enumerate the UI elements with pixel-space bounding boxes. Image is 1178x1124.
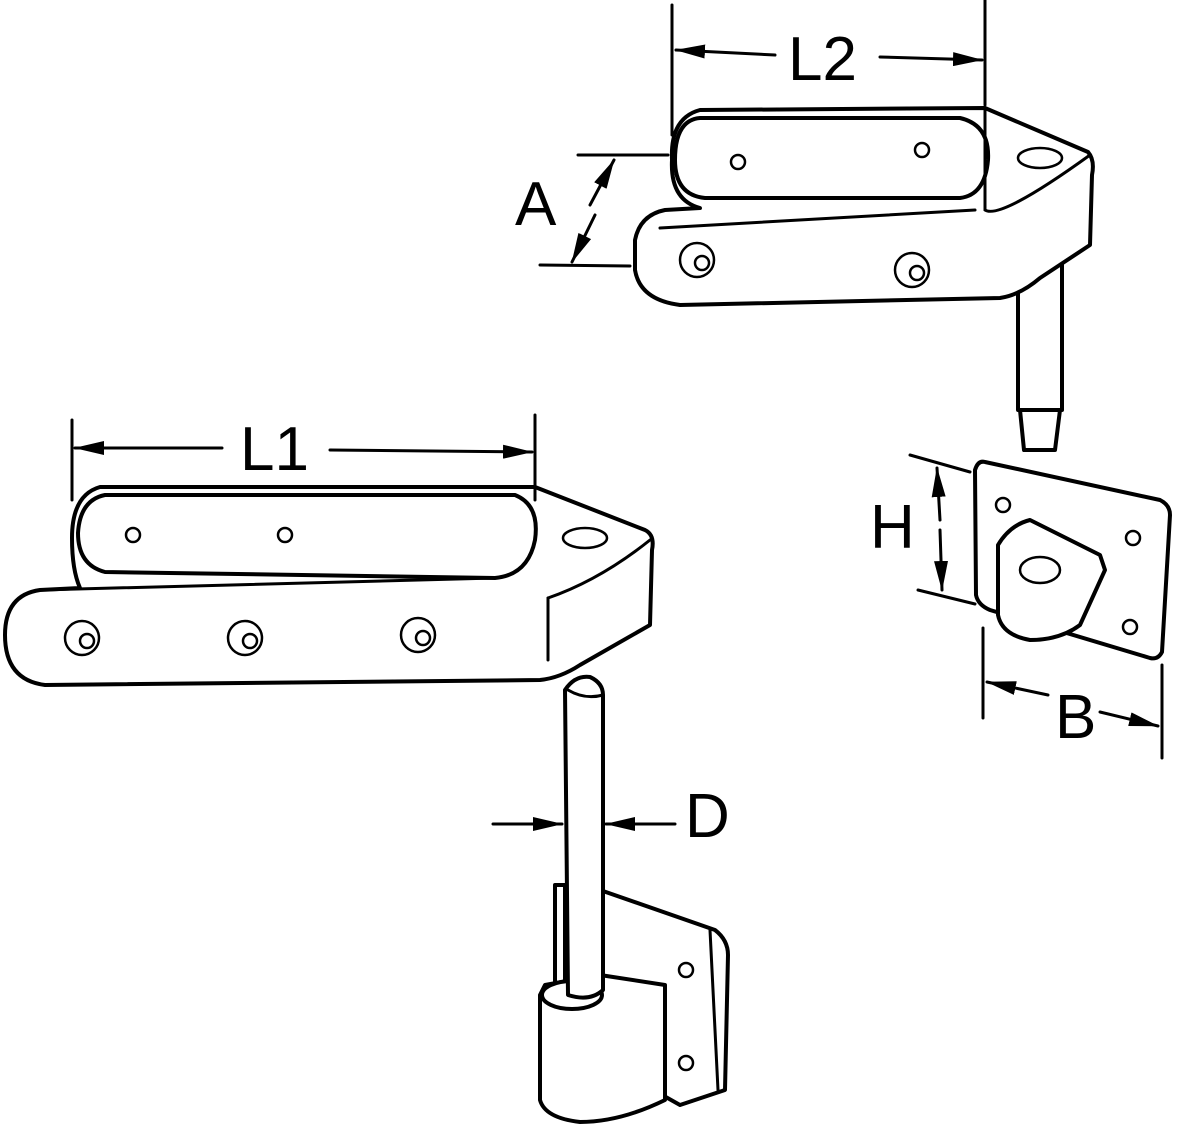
dimension-l1: L1: [70, 413, 537, 502]
label-b: B: [1055, 683, 1096, 752]
label-l2: L2: [788, 25, 857, 94]
dimension-d: D: [491, 782, 730, 851]
lower-hinge-strap: [3, 485, 655, 687]
dimension-b: B: [981, 626, 1164, 760]
upper-hinge-strap: [633, 106, 1095, 452]
lower-gudgeon-with-pin: [538, 674, 730, 1124]
label-h: H: [870, 493, 915, 562]
dimension-h: H: [870, 453, 977, 606]
label-l1: L1: [240, 415, 309, 484]
label-d: D: [685, 782, 730, 851]
dimension-l2: L2: [670, 0, 987, 137]
upper-gudgeon-plate: [973, 459, 1172, 661]
label-a: A: [515, 170, 557, 239]
dimension-a: A: [515, 153, 670, 268]
